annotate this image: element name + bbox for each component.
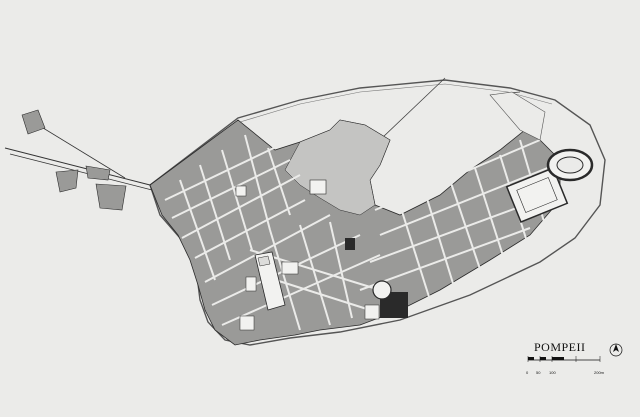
amphitheatre-arena <box>556 156 584 174</box>
great-palaestra <box>505 167 569 223</box>
courtyard-6 <box>239 315 255 331</box>
courtyard-1 <box>235 185 247 197</box>
theatre-portico <box>364 304 380 320</box>
scale-ticks <box>527 356 601 362</box>
north-arrow-needle <box>613 344 619 352</box>
courtyard-2 <box>309 179 327 195</box>
scale-seg-1 <box>528 357 534 360</box>
courtyard-5 <box>245 276 257 292</box>
scale-seg-2 <box>540 357 546 360</box>
great-palaestra-inner <box>516 177 558 213</box>
road-west-2 <box>9 153 153 191</box>
street-grid-west <box>164 134 381 326</box>
forum-temple <box>257 255 271 267</box>
road-west-1 <box>4 147 151 186</box>
scale-label-100: 100 <box>549 370 556 375</box>
suburb-building-2 <box>55 169 79 193</box>
road-northwest <box>29 119 126 179</box>
scale-label-200m: 200m <box>594 370 605 375</box>
courtyard-4 <box>345 238 355 250</box>
scale-label-0: 0 <box>526 370 529 375</box>
scale-bar <box>527 356 601 362</box>
map-title: POMPEII <box>534 340 586 354</box>
large-theatre <box>372 280 392 300</box>
forum <box>254 251 286 311</box>
suburb-building-3 <box>95 183 127 211</box>
scale-label-50: 50 <box>536 370 541 375</box>
eastern-open-area <box>489 91 546 141</box>
scale-seg-3 <box>552 357 564 360</box>
suburb-building-4 <box>85 165 111 181</box>
suburb-building-1 <box>21 109 46 135</box>
courtyard-3 <box>281 261 299 275</box>
city-wall <box>149 79 606 346</box>
north-arrow <box>609 343 623 357</box>
